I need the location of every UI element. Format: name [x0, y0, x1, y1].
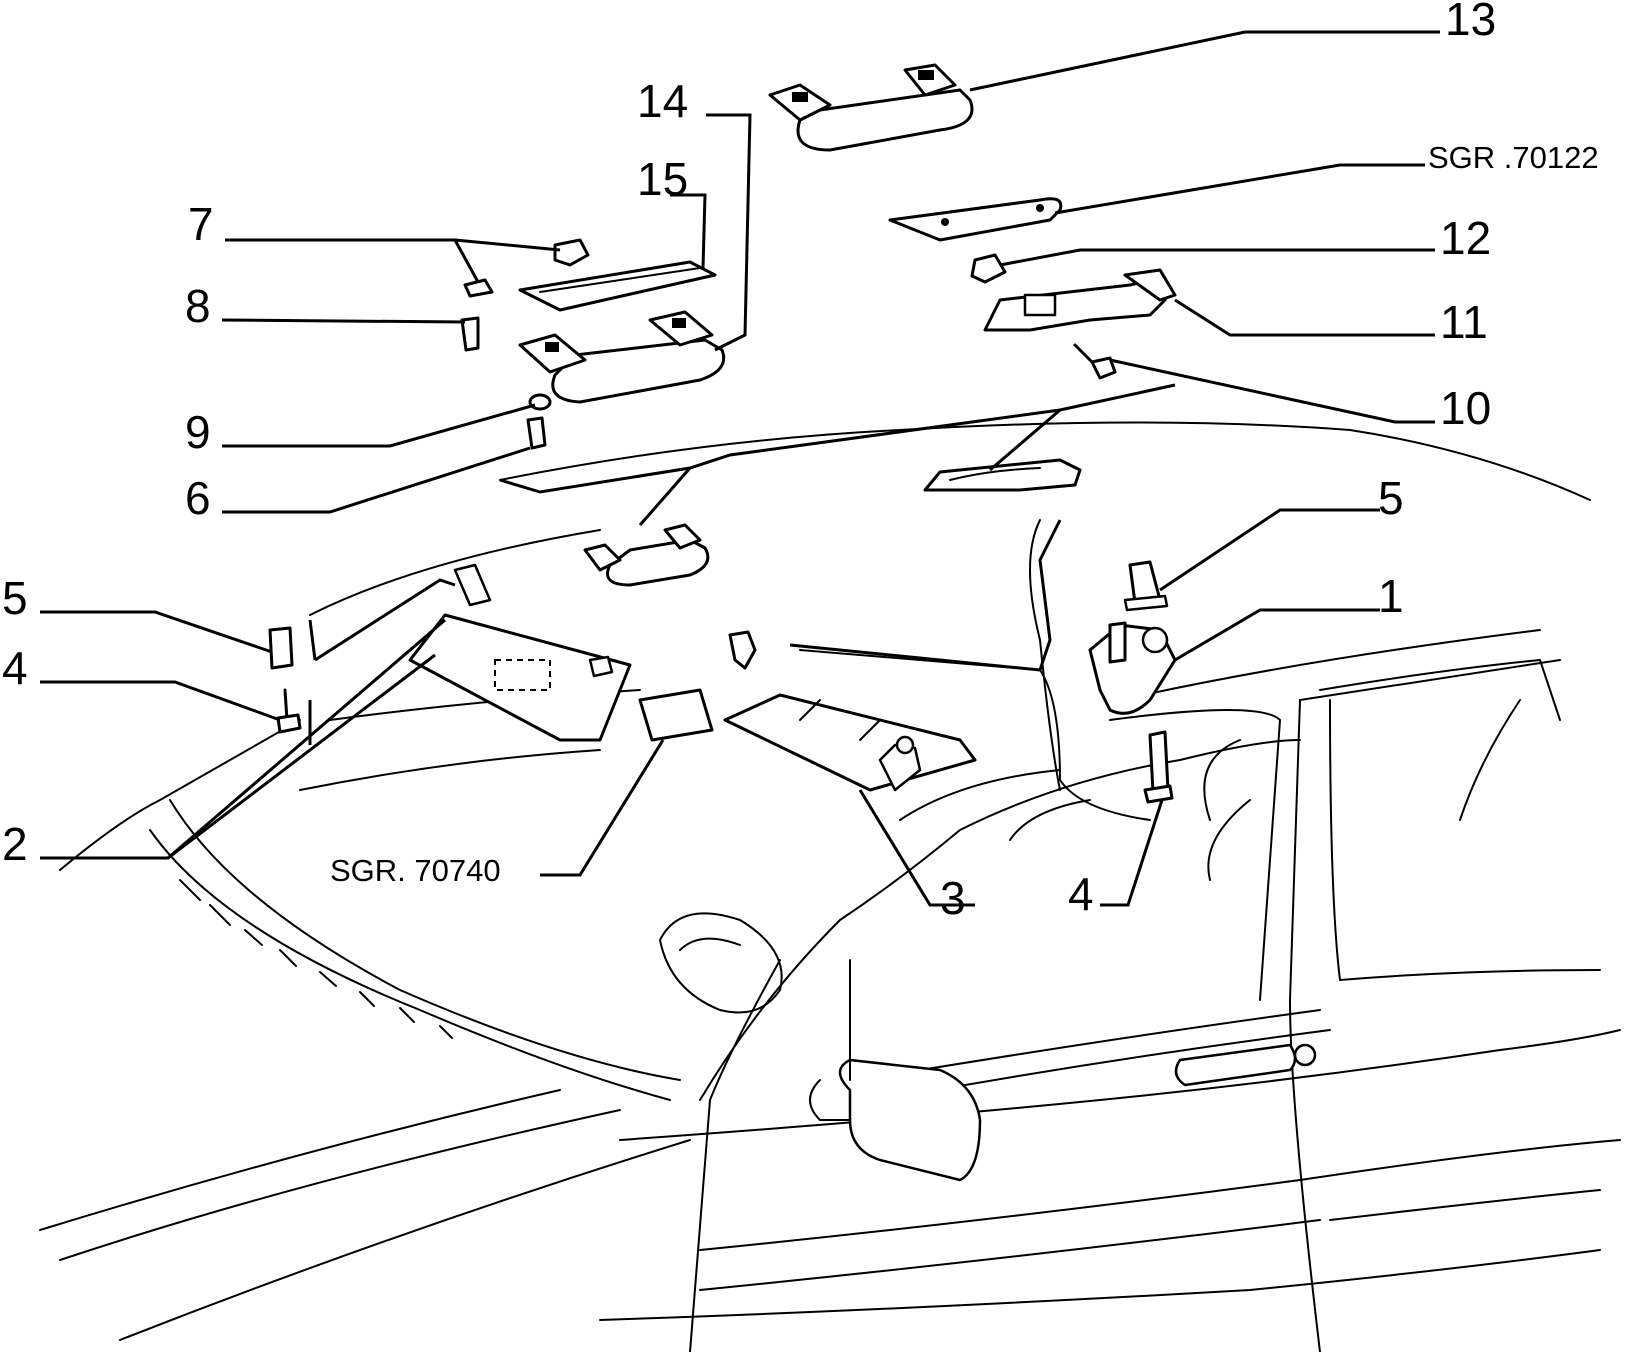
callout-13: 13 [1445, 0, 1496, 45]
part-10-screw [1073, 343, 1117, 380]
callout-12: 12 [1440, 212, 1491, 264]
callout-2: 2 [2, 818, 28, 870]
part-4-left-screw [276, 688, 302, 734]
part-7-clip [553, 238, 590, 267]
part-11-bracket [983, 268, 1177, 332]
callout-8: 8 [185, 280, 211, 332]
ref-sgr-70740: SGR. 70740 [330, 853, 501, 888]
part-2-sun-visor [408, 563, 632, 742]
part-6-screw [526, 416, 547, 450]
callout-6: 6 [185, 472, 211, 524]
part-13-grab-handle [768, 63, 974, 152]
part-washer [463, 278, 494, 298]
callout-14: 14 [637, 75, 688, 127]
callout-5-right: 5 [1378, 472, 1404, 524]
part-5-right-stud [1123, 560, 1169, 612]
callout-4-left: 4 [2, 642, 28, 694]
car-body-outline [39, 421, 1621, 1352]
part-3-sun-visor [723, 693, 977, 792]
callout-15: 15 [637, 153, 688, 205]
callout-9: 9 [185, 406, 211, 458]
visor-mirror-70740 [638, 688, 714, 742]
callout-10: 10 [1440, 382, 1491, 434]
callout-3: 3 [940, 872, 966, 924]
ref-sgr-70122: SGR .70122 [1428, 140, 1599, 175]
part-8-screw [460, 316, 480, 352]
callout-5-left: 5 [2, 572, 28, 624]
leader-lines [40, 30, 1440, 907]
part-4-right-screw [1143, 730, 1174, 804]
installed-bracket-right [923, 458, 1082, 492]
part-15-plate [518, 260, 717, 312]
callout-11: 11 [1440, 296, 1488, 348]
part-1-visor-bracket [1088, 621, 1177, 715]
callout-1: 1 [1378, 570, 1404, 622]
callout-7: 7 [188, 198, 214, 250]
callout-4-right: 4 [1068, 868, 1094, 920]
installed-handle-left [583, 523, 710, 587]
visor-clip [728, 630, 757, 670]
part-5-left-stud [268, 626, 294, 670]
part-12-nut [970, 253, 1007, 284]
callout-labels: 13 14 15 7 8 9 6 SGR .70122 12 11 10 5 1… [2, 0, 1599, 924]
bracket-70122 [888, 197, 1063, 242]
part-14-grab-handle [518, 310, 726, 404]
